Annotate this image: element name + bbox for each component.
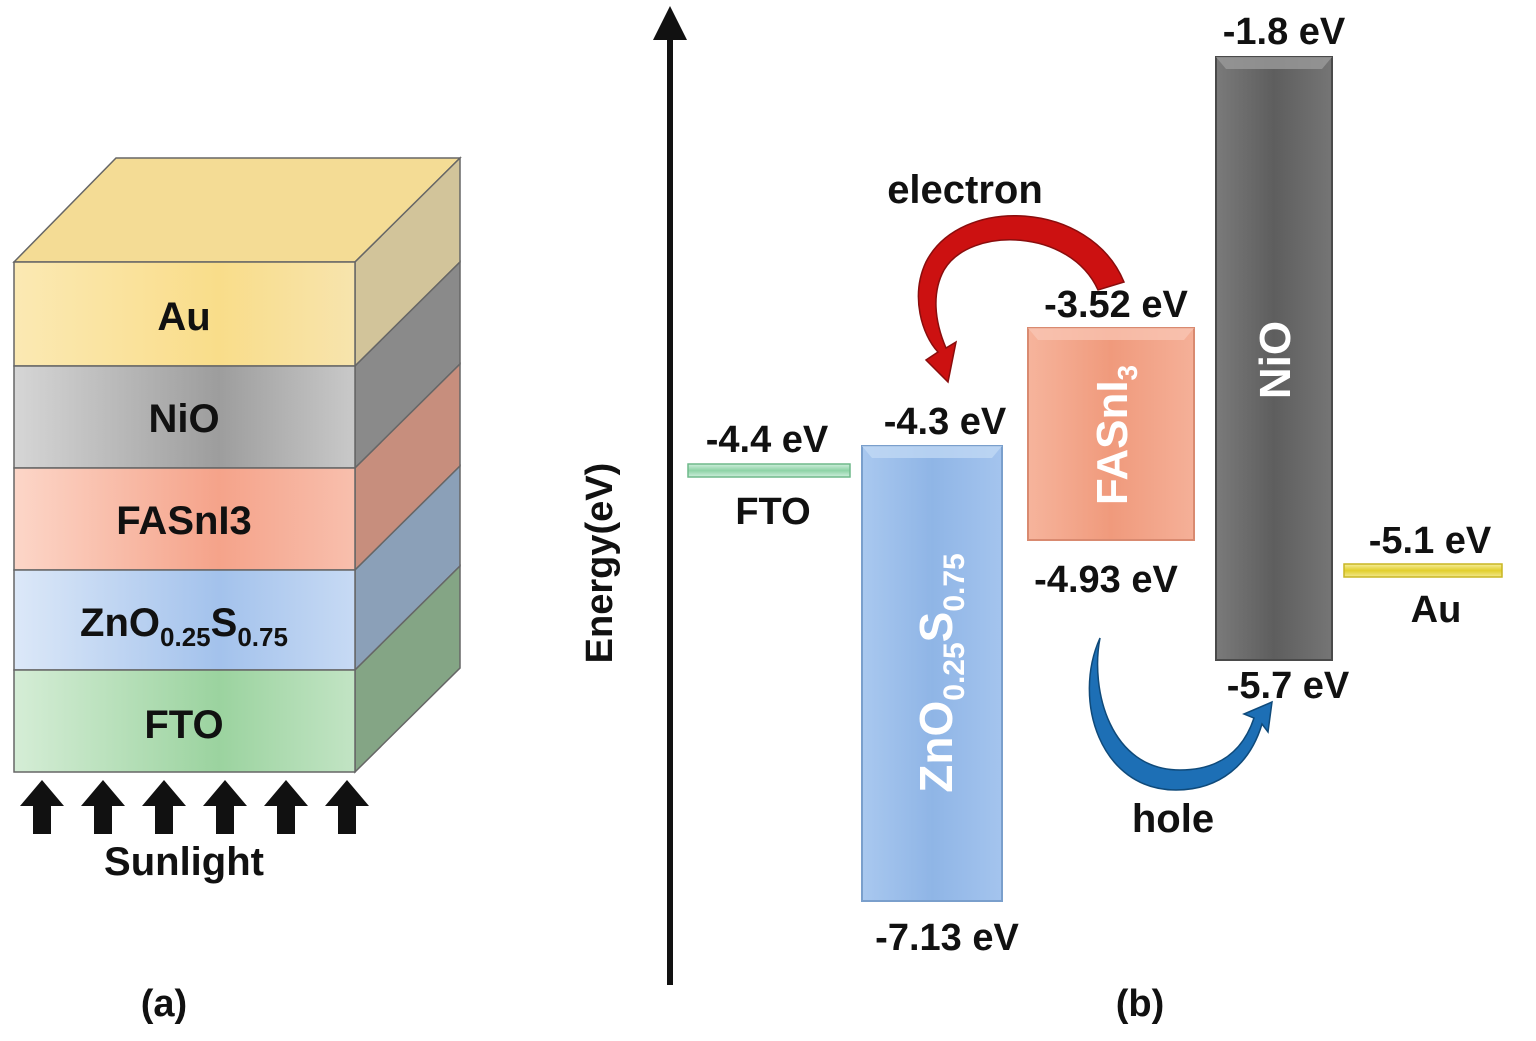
zno-layer [13, 569, 356, 671]
fto-level-bar [687, 463, 851, 478]
sunlight-arrow [20, 780, 64, 834]
zno-bottom-value: -7.13 eV [875, 917, 1019, 959]
fto-level-value: -4.4 eV [706, 419, 829, 461]
sunlight-arrow [81, 780, 125, 834]
zno-band-formula-sub2: 0.75 [938, 553, 971, 611]
zno-top-value: -4.3 eV [884, 401, 1007, 443]
nio-band-label: NiO [1251, 321, 1300, 399]
au-layer [13, 261, 356, 367]
device-stack: Au NiO FASnI3 ZnO0.25S0.75 FTO [12, 156, 462, 774]
electron-transfer-arrow [917, 215, 1126, 384]
zno-formula-mid: S [211, 601, 238, 645]
fto-layer-label: FTO [144, 703, 223, 747]
fasni3-band-label: FASnI3 [1088, 365, 1143, 505]
au-layer-label: Au [157, 295, 210, 339]
energy-axis [653, 6, 687, 985]
electron-label: electron [887, 168, 1043, 212]
zno-band-formula-sub1: 0.25 [938, 642, 971, 700]
panel-a-caption: (a) [141, 983, 187, 1025]
nio-band-box [1215, 56, 1333, 661]
hole-label: hole [1132, 797, 1214, 841]
fasni3-band-formula-sub: 3 [1112, 365, 1143, 381]
sunlight-arrow [264, 780, 308, 834]
fasni3-layer-label: FASnI3 [116, 499, 252, 543]
sunlight-arrow [325, 780, 369, 834]
fto-level-name: FTO [735, 491, 810, 533]
zno-formula-sub2: 0.75 [237, 622, 288, 652]
fto-layer [13, 669, 356, 773]
au-level-name: Au [1411, 589, 1462, 631]
zno-band-box [861, 445, 1003, 902]
zno-band-bevel [862, 446, 1002, 458]
sunlight-label: Sunlight [104, 840, 264, 884]
fasni3-band-formula-base: FASnI [1088, 380, 1137, 505]
fasni3-band-box [1027, 327, 1195, 541]
sunlight-arrows [20, 780, 369, 834]
au-level-bar [1343, 563, 1503, 578]
zno-band-formula-mid: S [910, 612, 962, 643]
zno-band-label: ZnO0.25S0.75 [910, 553, 971, 792]
fasni3-band-bevel [1028, 328, 1194, 340]
zno-band-formula-base: ZnO [910, 701, 962, 793]
sunlight-arrow [142, 780, 186, 834]
fasni3-layer [13, 467, 356, 571]
energy-axis-label: Energy(eV) [579, 463, 621, 664]
zno-formula-sub1: 0.25 [160, 622, 211, 652]
zno-layer-label: ZnO0.25S0.75 [80, 601, 288, 652]
sunlight-arrow [203, 780, 247, 834]
nio-top-value: -1.8 eV [1223, 11, 1346, 53]
energy-axis-arrowhead [653, 6, 687, 40]
hole-transfer-arrow [1088, 637, 1273, 791]
au-level-value: -5.1 eV [1369, 520, 1492, 562]
fasni3-top-value: -3.52 eV [1044, 284, 1188, 326]
fasni3-bottom-value: -4.93 eV [1034, 559, 1178, 601]
nio-bottom-value: -5.7 eV [1227, 665, 1350, 707]
zno-formula-base: ZnO [80, 601, 160, 645]
nio-layer-label: NiO [148, 397, 219, 441]
nio-band-bevel [1216, 57, 1332, 69]
panel-b-caption: (b) [1116, 983, 1165, 1025]
nio-layer [13, 365, 356, 469]
